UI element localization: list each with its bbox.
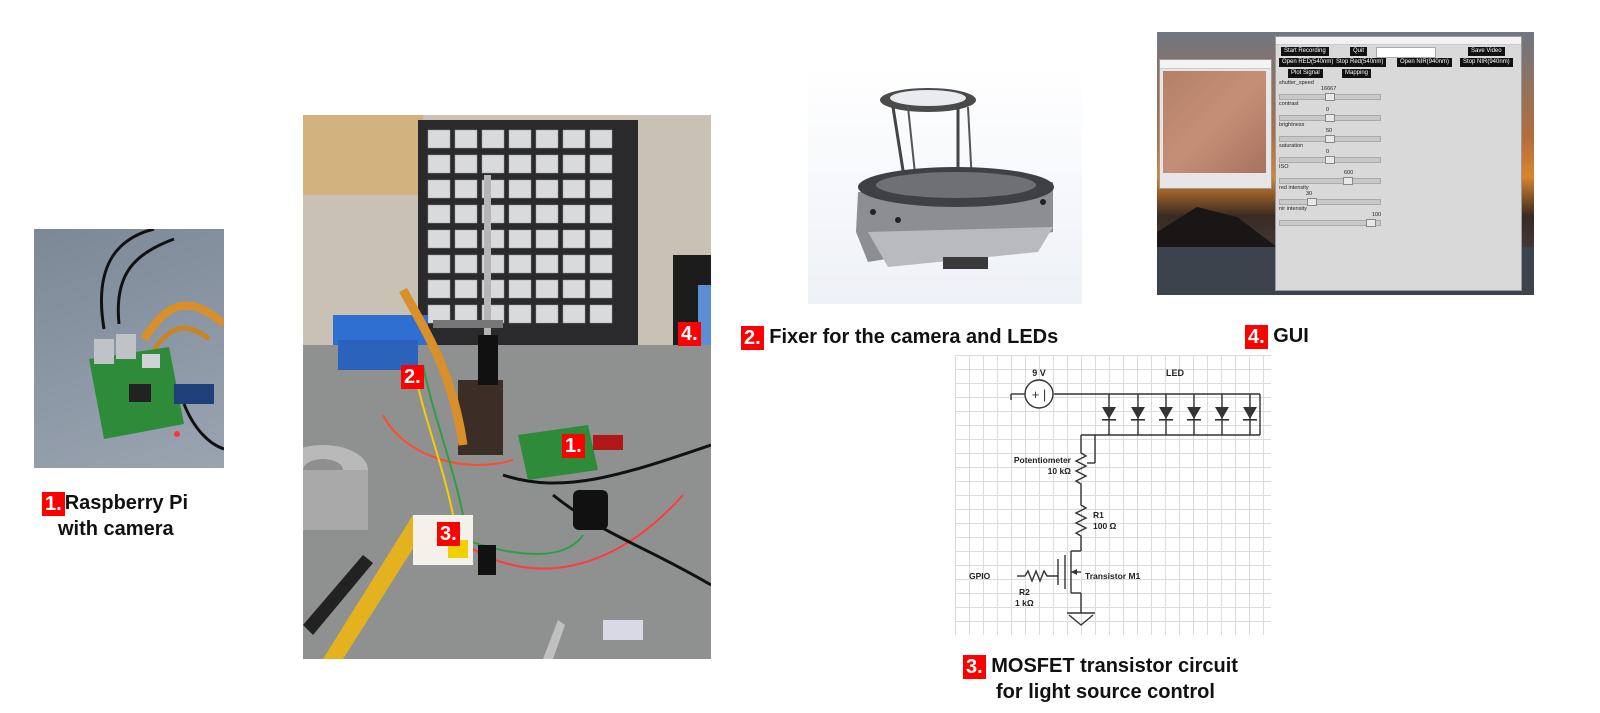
- caption-text-line2: for light source control: [996, 681, 1215, 703]
- slider-label: ISO: [1279, 164, 1289, 170]
- caption-text: Raspberry Pi: [64, 492, 189, 514]
- raspberry-pi-photo: [34, 229, 224, 468]
- slider-track[interactable]: [1279, 93, 1381, 101]
- slider-track[interactable]: [1279, 156, 1381, 164]
- r2-label: R2: [1019, 587, 1030, 597]
- mapping-button[interactable]: Mapping: [1342, 69, 1372, 78]
- caption-raspberry-pi: 1.Raspberry Pi with camera: [42, 490, 242, 542]
- slider-track[interactable]: [1279, 177, 1381, 185]
- slider-label: brightness: [1279, 122, 1305, 128]
- marker-2: 2.: [401, 365, 424, 389]
- caption-gui: 4. GUI: [1245, 323, 1309, 349]
- slider-thumb[interactable]: [1325, 114, 1335, 122]
- start-recording-button[interactable]: Start Recording: [1281, 47, 1329, 56]
- caption-mosfet: 3. MOSFET transistor circuit for light s…: [963, 653, 1293, 705]
- slider-track[interactable]: [1279, 135, 1381, 143]
- open-nir-button[interactable]: Open NIR(940nm): [1397, 58, 1453, 67]
- caption-text-line2: with camera: [58, 518, 174, 540]
- slider-value: 30: [1306, 191, 1313, 197]
- workbench-setup-photo: 2. 1. 3.: [303, 115, 711, 659]
- badge-number: 3.: [963, 654, 986, 679]
- slider-value: 600: [1344, 170, 1354, 176]
- circuit-schematic: + | 9 V LED Potentiometer 10 kΩ R1 100 Ω…: [955, 355, 1271, 635]
- r1-value: 100 Ω: [1093, 521, 1117, 531]
- marker-4: 4.: [678, 322, 701, 346]
- skin-image: [1163, 71, 1266, 173]
- slider-track[interactable]: [1279, 114, 1381, 122]
- transistor-label: Transistor M1: [1085, 571, 1141, 581]
- battery-symbol: + |: [1032, 387, 1047, 402]
- slider-value: 50: [1326, 128, 1333, 134]
- open-red-button[interactable]: Open RED(540nm): [1279, 58, 1337, 67]
- badge-number: 2.: [741, 325, 764, 350]
- pot-label: Potentiometer: [1014, 455, 1072, 465]
- fixer-illustration: [856, 88, 1054, 269]
- gui-screenshot: Start Recording Quit Save Video Open RED…: [1157, 32, 1534, 295]
- slider-value: 0: [1326, 149, 1330, 155]
- slider-thumb[interactable]: [1325, 135, 1335, 143]
- save-video-button[interactable]: Save Video: [1468, 47, 1505, 56]
- caption-text: MOSFET transistor circuit: [991, 655, 1238, 677]
- slider-label: contrast: [1279, 101, 1299, 107]
- badge-number: 1.: [42, 491, 65, 516]
- stop-nir-button[interactable]: Stop NIR(940nm): [1460, 58, 1513, 67]
- caption-text: Fixer for the camera and LEDs: [769, 326, 1059, 348]
- slider-track[interactable]: [1279, 219, 1381, 227]
- slider-value: 16667: [1321, 86, 1337, 92]
- plot-signal-button[interactable]: Plot Signal: [1288, 69, 1323, 78]
- slider-thumb[interactable]: [1325, 93, 1335, 101]
- slider-track[interactable]: [1279, 198, 1381, 206]
- r2-value: 1 kΩ: [1015, 598, 1034, 608]
- schematic-drawing: + | 9 V LED Potentiometer 10 kΩ R1 100 Ω…: [969, 368, 1261, 626]
- r1-label: R1: [1093, 510, 1104, 520]
- slider-label: red intensity: [1279, 185, 1309, 191]
- battery-label: 9 V: [1032, 368, 1046, 378]
- control-window: Start Recording Quit Save Video Open RED…: [1275, 36, 1522, 291]
- slider-label: shutter_speed: [1279, 80, 1314, 86]
- pot-value: 10 kΩ: [1048, 466, 1072, 476]
- led-diodes: [1102, 407, 1257, 421]
- caption-text: GUI: [1273, 325, 1309, 347]
- camera-preview-window: [1159, 59, 1272, 189]
- raspberry-pi-illustration: [89, 229, 224, 451]
- slider-thumb[interactable]: [1366, 219, 1376, 227]
- caption-fixer: 2. Fixer for the camera and LEDs: [741, 324, 1058, 350]
- badge-number: 4.: [1245, 324, 1268, 349]
- workbench-illustration: [303, 115, 711, 659]
- fixer-cad-render: [808, 62, 1082, 304]
- slider-value: 100: [1372, 212, 1382, 218]
- slider-thumb[interactable]: [1343, 177, 1353, 185]
- slider-label: nir intensity: [1279, 206, 1307, 212]
- led-label: LED: [1166, 368, 1185, 378]
- filename-input[interactable]: [1376, 47, 1436, 58]
- slider-value: 0: [1326, 107, 1330, 113]
- slider-label: saturation: [1279, 143, 1304, 149]
- gpio-label: GPIO: [969, 571, 991, 581]
- slider-thumb[interactable]: [1307, 198, 1317, 206]
- marker-1: 1.: [562, 434, 585, 458]
- stop-red-button[interactable]: Stop Red(540nm): [1333, 58, 1387, 67]
- quit-button[interactable]: Quit: [1350, 47, 1368, 56]
- marker-3: 3.: [437, 522, 460, 546]
- slider-thumb[interactable]: [1325, 156, 1335, 164]
